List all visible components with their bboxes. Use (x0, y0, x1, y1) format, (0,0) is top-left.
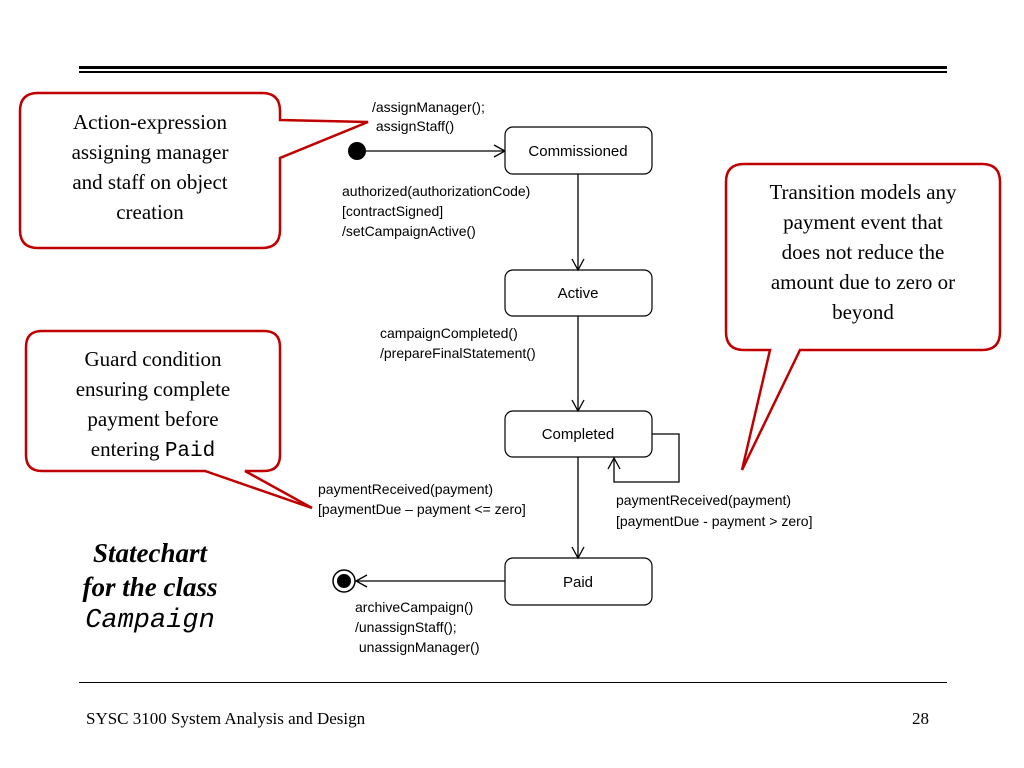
active-to-completed-label: campaignCompleted() /prepareFinalStateme… (380, 325, 536, 361)
state-commissioned-label: Commissioned (528, 143, 627, 160)
slide-title: Statechart for the class Campaign (82, 538, 218, 636)
state-active-label: Active (558, 285, 599, 302)
top-rule (79, 66, 947, 69)
transition-completed-self (607, 433, 680, 483)
initial-state-dot (348, 142, 366, 160)
paid-to-final-label: archiveCampaign() /unassignStaff(); unas… (355, 599, 480, 655)
bottom-rule (79, 682, 947, 683)
top-rule-thin (79, 71, 947, 73)
callout-action-expression-text: Action-expression assigning manager and … (71, 110, 229, 224)
callout-guard-condition-bubble (24, 329, 313, 510)
callout-guard-condition-text: Guard condition ensuring complete paymen… (75, 347, 231, 463)
code-paid: Paid (164, 440, 216, 463)
state-paid-label: Paid (563, 574, 593, 591)
final-state-inner (337, 574, 351, 588)
state-completed-label: Completed (542, 426, 615, 443)
callout-transition-models-text: Transition models any payment event that… (769, 180, 957, 324)
footer-page-number: 28 (912, 709, 929, 728)
footer-course: SYSC 3100 System Analysis and Design (86, 709, 366, 728)
commissioned-to-active-label: authorized(authorizationCode) [contractS… (342, 183, 534, 239)
completed-self-label: paymentReceived(payment) [paymentDue - p… (616, 492, 813, 529)
completed-to-paid-label: paymentReceived(payment) [paymentDue – p… (318, 481, 526, 517)
initial-transition-label: /assignManager(); assignStaff() (372, 99, 489, 134)
callout-action-expression-bubble (18, 91, 369, 250)
callout-transition-models-bubble (724, 162, 1002, 471)
